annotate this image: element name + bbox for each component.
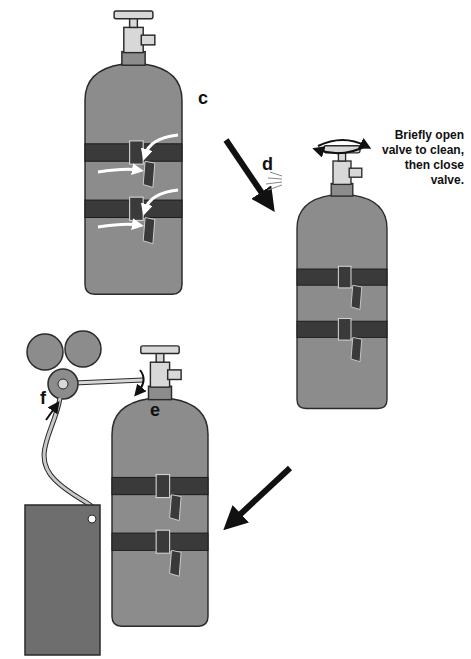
callout-letter: f (40, 388, 46, 408)
callout-letter: c (198, 88, 208, 108)
callout-letter: e (150, 400, 160, 420)
callout-letter: d (262, 154, 273, 174)
instruction-note: Briefly open valve to clean, then close … (368, 128, 464, 188)
